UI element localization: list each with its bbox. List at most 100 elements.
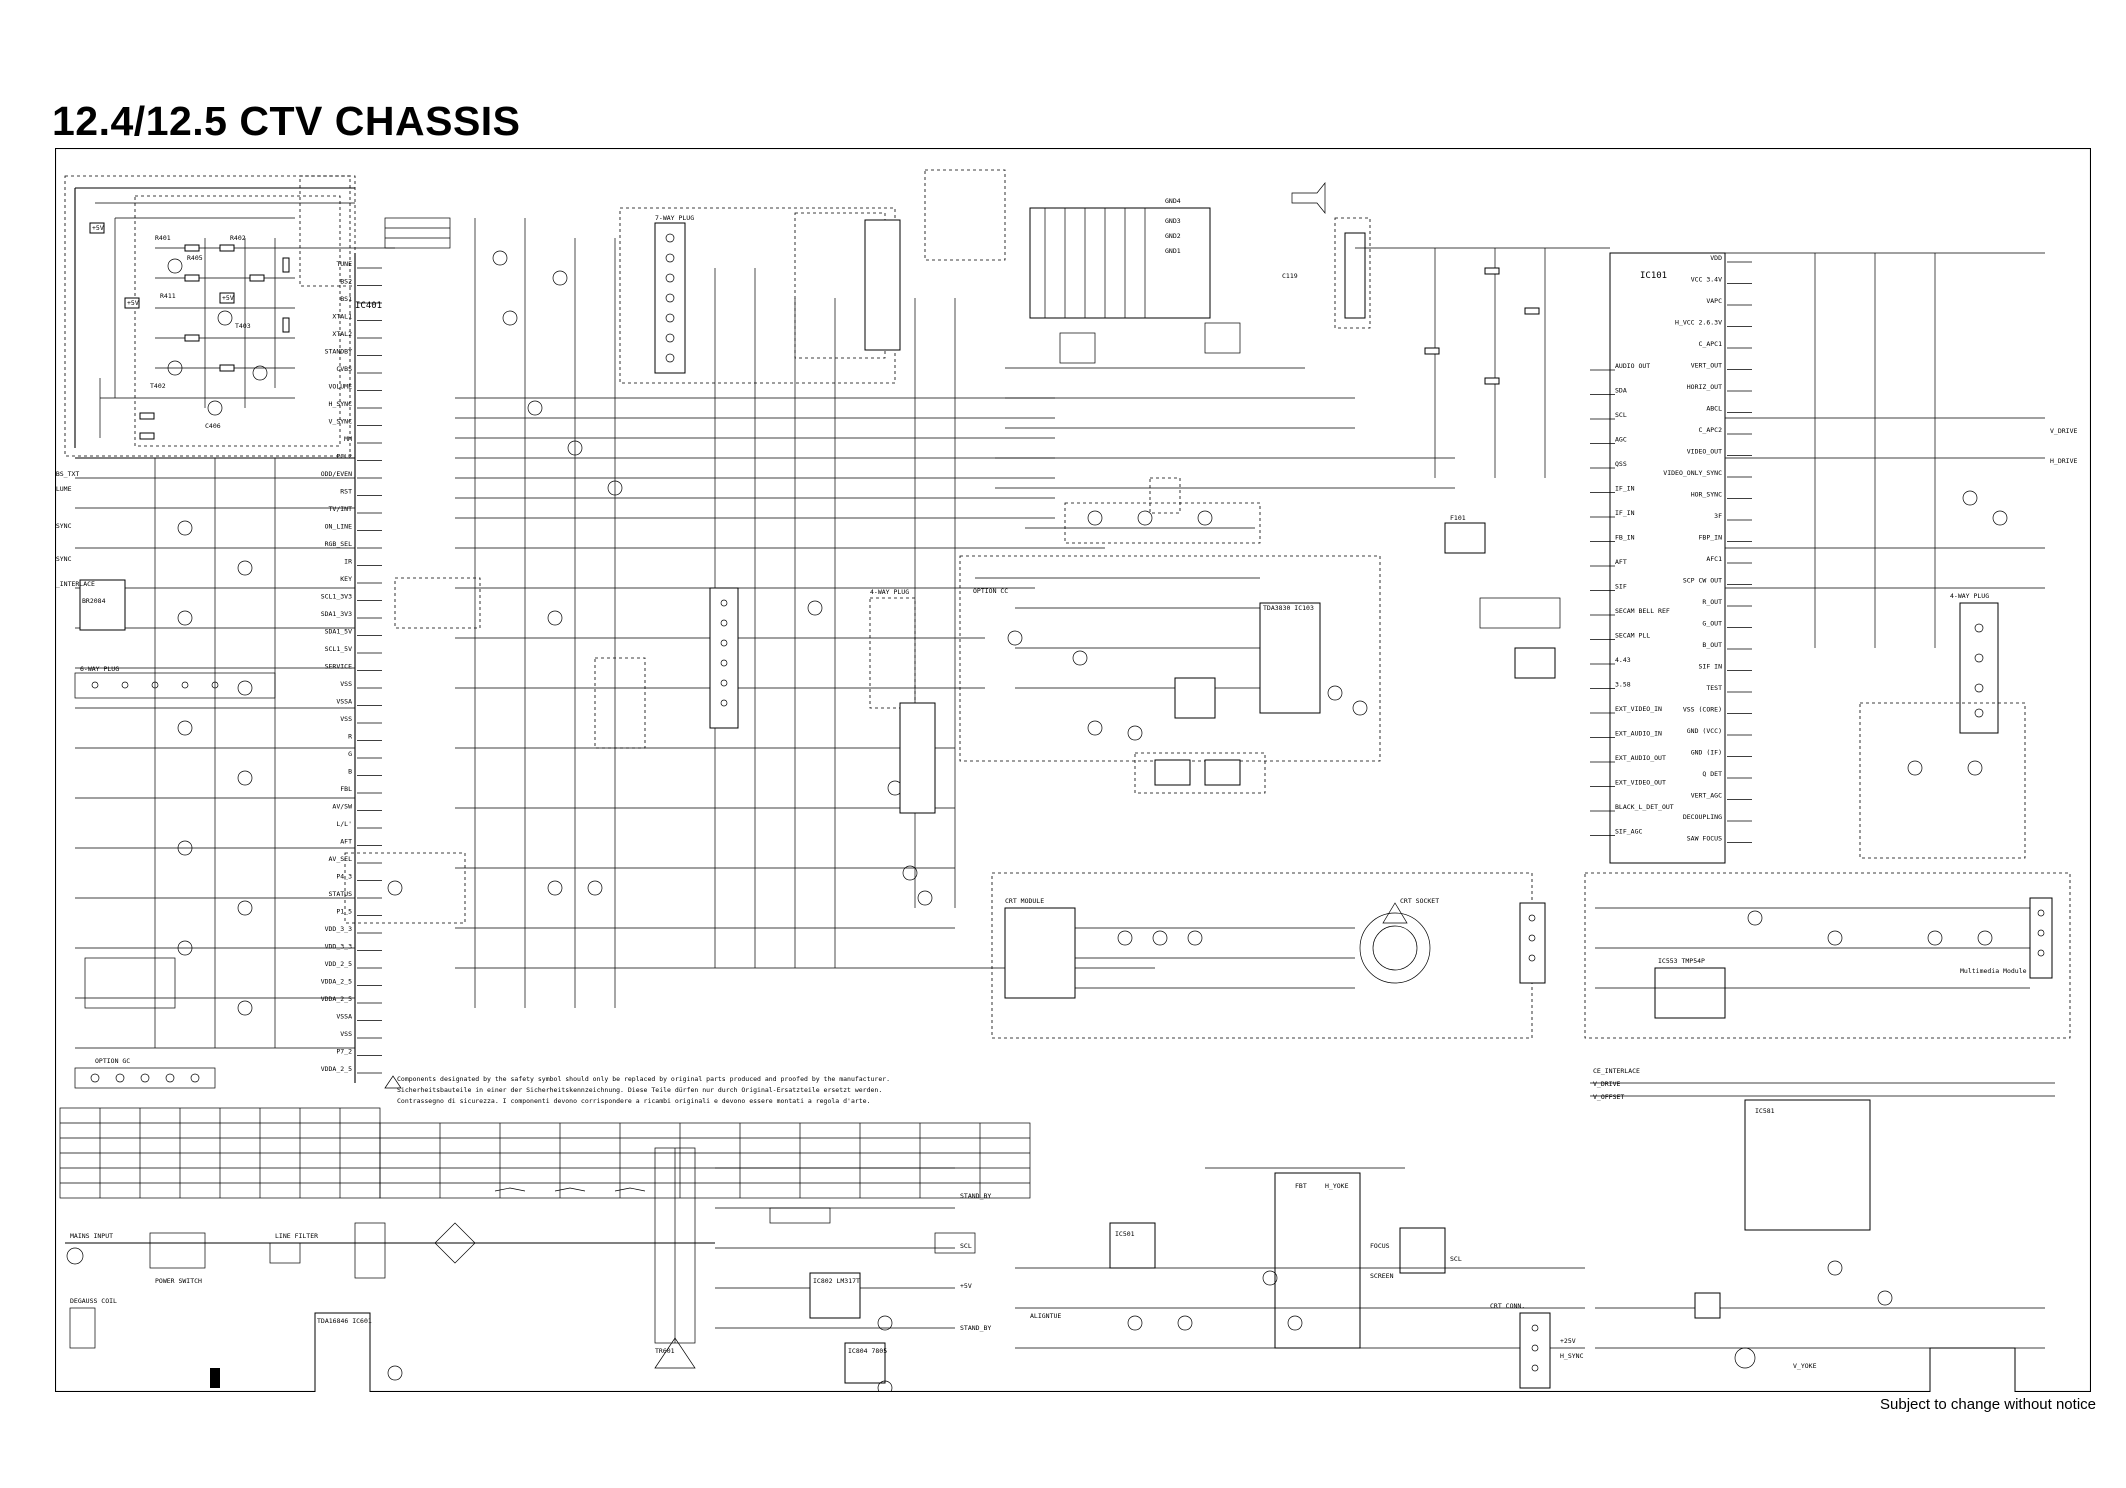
pin-label: B: [348, 768, 352, 776]
pin-label: VSSA: [336, 698, 352, 706]
sig-ce-interlace-v: CE_INTERLACE: [1593, 1067, 1640, 1075]
pin-label: HORIZ_OUT: [1687, 383, 1722, 391]
mains-ac-icon: [66, 1247, 84, 1265]
pin-label: XTAL2: [332, 330, 352, 338]
focus-label: FOCUS: [1370, 1242, 1390, 1250]
pin-label: P7_2: [336, 1048, 352, 1056]
crt-conn-label: CRT CONN.: [1490, 1302, 1525, 1310]
line-filter-label: LINE FILTER: [275, 1232, 318, 1240]
sig-h-drive: H_DRIVE: [2050, 457, 2077, 465]
sig-h-sync: H_SYNC: [55, 522, 72, 530]
pin-label: VSS: [340, 1030, 352, 1038]
vertical-output-section: IC581 CE_INTERLACE V_DRIVE V_OFFSET V_YO…: [1590, 1067, 2055, 1392]
if-stage: F101: [1064, 247, 1610, 679]
sig-v-offset: V_OFFSET: [1593, 1093, 1624, 1101]
conn-6way: 6-WAY PLUG: [80, 665, 119, 673]
sig-cvbs-txt: CVBS_TXT: [55, 470, 79, 478]
pin-label: RST: [340, 488, 352, 496]
conn-4way-av: 4-WAY PLUG: [870, 588, 909, 596]
deflection-section: FBT IC501 CRT CONN. FOCUS SCREEN H_YOKE …: [1015, 1167, 1585, 1389]
pin-label: GND (IF): [1691, 749, 1722, 757]
pin-label: SECAM PLL: [1615, 632, 1650, 640]
pin-label: SDA1_5V: [325, 628, 352, 636]
conn-4way-crt: 4-WAY PLUG: [1950, 592, 1989, 600]
pin-label: R_OUT: [1702, 598, 1722, 606]
pin-label: VCC 3.4V: [1691, 276, 1722, 284]
svg-text:F101: F101: [1450, 514, 1466, 522]
pin-label: C_APC2: [1699, 426, 1723, 434]
pin-label: SIF IN: [1699, 663, 1723, 671]
pin-label: RGB_SEL: [325, 540, 352, 548]
pin-label: SDA: [1615, 387, 1627, 395]
pin-label: SDA1_3V3: [321, 610, 352, 618]
pin-label: Q DET: [1702, 770, 1722, 778]
schematic-frame: [55, 148, 2091, 1392]
fbt-label: FBT: [1295, 1182, 1307, 1190]
ic401-label: IC401: [355, 301, 382, 311]
pin-label: VAPC: [1706, 297, 1722, 305]
sig-scl: SCL: [1450, 1255, 1462, 1263]
svg-text:GND2: GND2: [1165, 232, 1181, 240]
pin-label: TEST: [1706, 684, 1722, 692]
pin-label: TV/INT: [329, 505, 353, 513]
change-notice: Subject to change without notice: [1880, 1396, 2096, 1413]
pin-label: R: [348, 733, 352, 741]
svg-text:BR2084: BR2084: [82, 597, 106, 605]
pin-label: SCP CW OUT: [1683, 577, 1722, 585]
pin-label: ON_LINE: [325, 523, 352, 531]
pin-label: VSS: [340, 680, 352, 688]
power-switch-label: POWER SWITCH: [155, 1277, 202, 1285]
pin-label: AV_SEL: [329, 855, 353, 863]
sig-volume: VOLUME: [55, 485, 72, 493]
smps-tr-label: TR601: [655, 1347, 675, 1355]
ic501-label: IC501: [1115, 1230, 1135, 1238]
pin-label: VIDEO_OUT: [1687, 448, 1722, 456]
pin-label: VDDA_2_5: [321, 978, 352, 986]
pin-label: AFT: [340, 838, 352, 846]
pin-label: FBL: [340, 785, 352, 793]
crt-module-label: CRT MODULE: [1005, 897, 1044, 905]
pin-label: TUNE: [336, 260, 352, 268]
pin-label: MM: [344, 435, 352, 443]
pin-label: VERT_OUT: [1691, 362, 1722, 370]
pin-label: VDD_2_5: [325, 960, 352, 968]
crt-module-section: CRT MODULE CRT SOCKET: [991, 872, 1546, 1039]
pin-label: G: [348, 750, 352, 758]
pin-label: AGC: [1615, 436, 1627, 444]
pin-label: SECAM BELL REF: [1615, 607, 1670, 615]
pin-label: VIDEO_ONLY_SYNC: [1663, 469, 1722, 477]
svg-text:GND1: GND1: [1165, 247, 1181, 255]
pin-label: HOR_SYNC: [1691, 491, 1722, 499]
pin-label: BLACK_L_DET_OUT: [1615, 803, 1674, 811]
pin-label: VDDA_2_5: [321, 1065, 352, 1073]
pin-label: G_OUT: [1702, 620, 1722, 628]
tuner-section: +5V +5V +5V R401 R405 R402 R411 T403 T40…: [64, 175, 451, 457]
pin-label: ODD/EVEN: [321, 470, 352, 478]
pin-label: STATUS: [329, 890, 353, 898]
sig-39v: SCL: [960, 1242, 972, 1250]
pin-label: 4.43: [1615, 656, 1631, 664]
pin-label: XTAL1: [332, 313, 352, 321]
sig-25v: +25V: [1560, 1337, 1576, 1345]
pin-label: SCL1_5V: [325, 645, 352, 653]
multimedia-label: Multimedia Module: [1960, 967, 2027, 975]
ic601-label: TDA16846 IC601: [317, 1317, 372, 1325]
sig-aligntue: ALIGNTUE: [1030, 1312, 1061, 1320]
safety-note-it: Contrassegno di sicurezza. I componenti …: [397, 1097, 871, 1105]
svg-text:GND4: GND4: [1165, 197, 1181, 205]
page-title: 12.4/12.5 CTV CHASSIS: [52, 98, 521, 144]
pin-label: IR: [344, 558, 352, 566]
bridge-rectifier: [434, 1222, 476, 1264]
safety-note-en: Components designated by the safety symb…: [397, 1075, 890, 1083]
sig-h-sync-defl: H_SYNC: [1560, 1352, 1584, 1360]
sig-v-drive-v: V_DRIVE: [1593, 1080, 1620, 1088]
svg-text:GND3: GND3: [1165, 217, 1181, 225]
pin-label: VDD: [1710, 254, 1722, 262]
svg-text:R411: R411: [160, 292, 176, 300]
svg-text:IC581: IC581: [1755, 1107, 1775, 1115]
sig-v-sync: V_SYNC: [55, 555, 72, 563]
speaker-icon: [1291, 182, 1326, 214]
pin-label: ABCL: [1706, 405, 1722, 413]
pin-label: PCL2: [336, 453, 352, 461]
secam-section: TDA3830 IC103 OPTION CC: [959, 555, 1381, 794]
